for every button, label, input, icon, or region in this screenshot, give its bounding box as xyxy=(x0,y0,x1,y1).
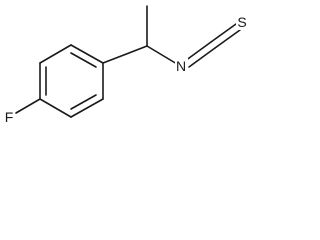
nitrogen-label: N xyxy=(176,58,186,74)
ring-double-bond xyxy=(70,52,97,68)
ring-bond xyxy=(39,44,72,64)
n-c-double-bond xyxy=(184,41,212,62)
ch-n-bond xyxy=(146,45,178,65)
ring-double-bond xyxy=(70,94,97,110)
atom-sulfur: S xyxy=(236,14,249,30)
ring-bond xyxy=(70,44,104,64)
sulfur-label: S xyxy=(237,14,246,30)
n-c-double-bond xyxy=(188,47,216,68)
atom-fluorine: F xyxy=(3,109,15,125)
ring-bond xyxy=(39,98,72,118)
atom-nitrogen: N xyxy=(175,58,188,74)
chemical-structure: F N S xyxy=(3,5,249,125)
ring-ch-bond xyxy=(102,45,148,64)
c-s-double-bond xyxy=(214,29,241,49)
c-f-bond xyxy=(15,98,41,114)
benzene-ring xyxy=(39,44,104,118)
c-s-double-bond xyxy=(210,23,237,43)
ring-bond xyxy=(70,98,104,118)
fluorine-label: F xyxy=(5,109,14,125)
